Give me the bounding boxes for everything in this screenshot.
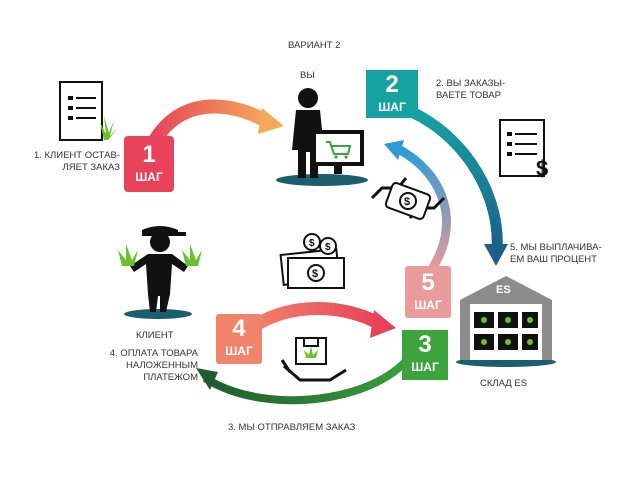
warehouse-label: СКЛАД ES (480, 378, 528, 389)
step-3-number: 3 (418, 331, 432, 358)
cash-stack-icon: $ $ $ (279, 233, 345, 289)
step-4: 4 ШАГ (214, 312, 264, 368)
client-person-icon (118, 226, 202, 319)
svg-text:$: $ (312, 268, 318, 280)
you-person-icon (276, 88, 368, 186)
step-2-badge (366, 70, 418, 118)
variant-title: ВАРИАНТ 2 (288, 40, 341, 51)
step-1: 1 ШАГ (124, 138, 174, 194)
step-4-badge (216, 314, 262, 364)
svg-text:$: $ (536, 156, 548, 181)
step-4-word: ШАГ (225, 344, 253, 358)
step-3-word: ШАГ (411, 360, 439, 374)
invoice-document-icon: $ (499, 119, 548, 181)
money-exchange-icon: $ (370, 177, 446, 220)
arrow-you-to-warehouse (409, 107, 508, 266)
step-5: 5 ШАГ (403, 266, 453, 322)
arrow-step4-to-step3 (244, 302, 396, 338)
step-5-badge (405, 266, 451, 318)
step-1-number: 1 (142, 141, 156, 168)
you-label: ВЫ (300, 70, 315, 81)
arrow-step1-to-you (143, 99, 284, 154)
step-2-caption: 2. ВЫ ЗАКАЗЫ- ВАЕТЕ ТОВАР (436, 78, 506, 101)
arrow-step5-to-you (384, 140, 451, 275)
step-3-badge (402, 330, 448, 380)
step-4-number: 4 (232, 315, 246, 342)
step-1-word: ШАГ (135, 170, 163, 184)
step-2: 2 ШАГ (367, 68, 417, 124)
step-4-caption: 4. ОПЛАТА ТОВАРА НАЛОЖЕННЫМ ПЛАТЕЖОМ (109, 348, 198, 383)
step-1-badge (124, 136, 174, 192)
package-in-hands-icon (280, 337, 347, 382)
step-5-caption: 5. МЫ ВЫПЛАЧИВА- ЕМ ВАШ ПРОЦЕНТ (510, 242, 602, 265)
step-2-word: ШАГ (378, 100, 406, 114)
svg-text:$: $ (404, 196, 410, 208)
step-5-number: 5 (421, 269, 435, 296)
warehouse-icon (456, 276, 556, 367)
svg-text:$: $ (325, 242, 331, 253)
step-5-word: ШАГ (414, 298, 442, 312)
warehouse-logo: ES (496, 284, 511, 296)
client-label: КЛИЕНТ (136, 330, 174, 341)
step-1-caption: 1. КЛИЕНТ ОСТАВ- ЛЯЕТ ЗАКАЗ (33, 150, 120, 173)
step-2-number: 2 (385, 71, 399, 98)
step-3-caption: 3. МЫ ОТПРАВЛЯЕМ ЗАКАЗ (228, 422, 356, 433)
svg-text:$: $ (309, 238, 315, 249)
step-3: 3 ШАГ (400, 328, 450, 384)
order-document-icon (59, 81, 118, 141)
